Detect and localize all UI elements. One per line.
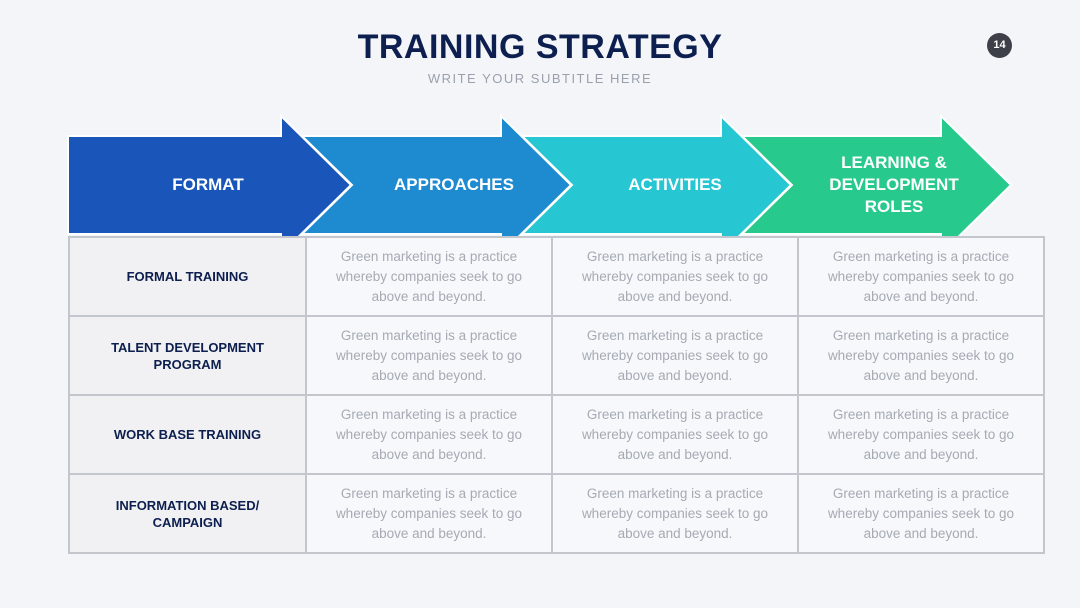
table-cell: Green marketing is a practice whereby co… bbox=[305, 236, 553, 317]
slide-title: TRAINING STRATEGY bbox=[357, 28, 723, 66]
table-row: INFORMATION BASED/ CAMPAIGN Green market… bbox=[68, 473, 1045, 554]
table-cell: Green marketing is a practice whereby co… bbox=[551, 473, 799, 554]
table-cell: Green marketing is a practice whereby co… bbox=[305, 473, 553, 554]
table-cell: Green marketing is a practice whereby co… bbox=[797, 473, 1045, 554]
table-cell: Green marketing is a practice whereby co… bbox=[305, 315, 553, 396]
table-cell: Green marketing is a practice whereby co… bbox=[797, 315, 1045, 396]
slide-subtitle: WRITE YOUR SUBTITLE HERE bbox=[427, 71, 653, 86]
row-header: WORK BASE TRAINING bbox=[68, 394, 307, 475]
table-cell: Green marketing is a practice whereby co… bbox=[551, 315, 799, 396]
arrow-label-format: FORMAT bbox=[172, 175, 244, 194]
arrow-format bbox=[67, 113, 353, 257]
table-cell: Green marketing is a practice whereby co… bbox=[305, 394, 553, 475]
table-cell: Green marketing is a practice whereby co… bbox=[797, 394, 1045, 475]
row-header: INFORMATION BASED/ CAMPAIGN bbox=[68, 473, 307, 554]
row-header: FORMAL TRAINING bbox=[68, 236, 307, 317]
table-cell: Green marketing is a practice whereby co… bbox=[797, 236, 1045, 317]
table-cell: Green marketing is a practice whereby co… bbox=[551, 236, 799, 317]
table-row: WORK BASE TRAINING Green marketing is a … bbox=[68, 394, 1045, 475]
table-row: FORMAL TRAINING Green marketing is a pra… bbox=[68, 236, 1045, 317]
table-cell: Green marketing is a practice whereby co… bbox=[551, 394, 799, 475]
row-header: TALENT DEVELOPMENT PROGRAM bbox=[68, 315, 307, 396]
strategy-table: FORMAL TRAINING Green marketing is a pra… bbox=[68, 236, 1045, 554]
arrow-label-learning-development-roles: LEARNING & DEVELOPMENT ROLES bbox=[829, 153, 959, 216]
page-number-badge: 14 bbox=[987, 33, 1012, 58]
arrow-label-activities: ACTIVITIES bbox=[628, 175, 722, 194]
table-row: TALENT DEVELOPMENT PROGRAM Green marketi… bbox=[68, 315, 1045, 396]
arrow-label-approaches: APPROACHES bbox=[394, 175, 514, 194]
